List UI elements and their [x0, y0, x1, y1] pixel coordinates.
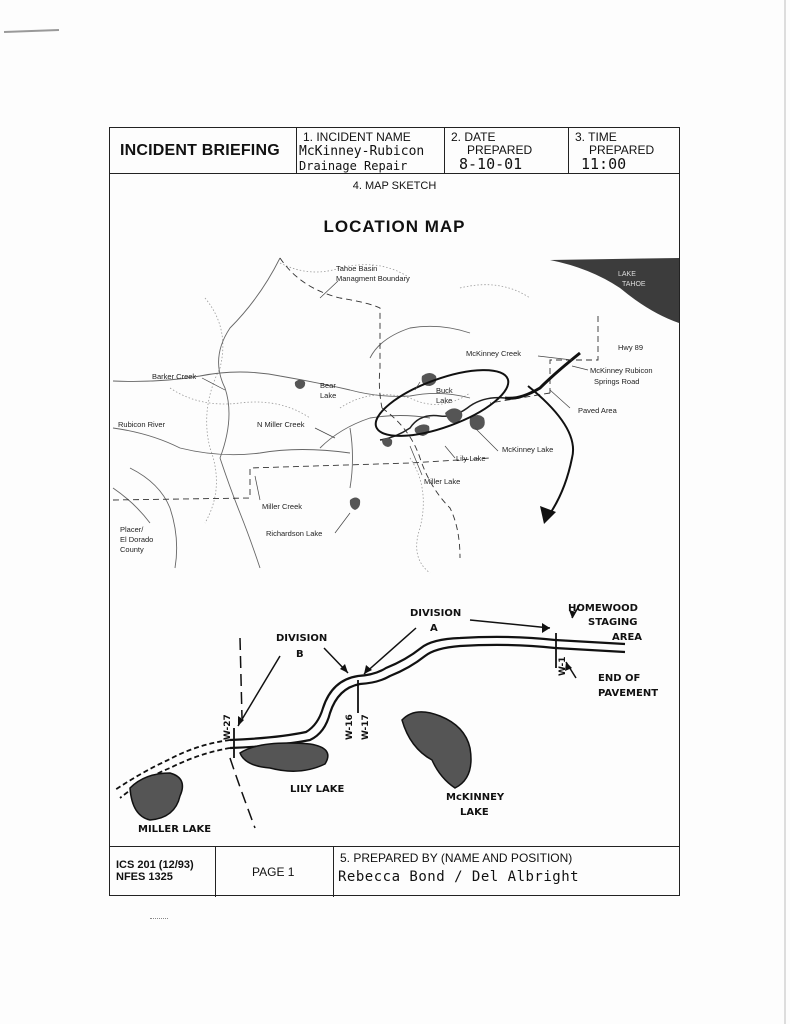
- sketch-homewood-1: HOMEWOOD: [568, 603, 638, 614]
- form-title: INCIDENT BRIEFING: [120, 142, 280, 159]
- form-header: INCIDENT BRIEFING 1. INCIDENT NAME McKin…: [110, 128, 679, 174]
- prepared-by-value: Rebecca Bond / Del Albright: [338, 869, 580, 885]
- map-sketch-label: 4. MAP SKETCH: [352, 180, 437, 192]
- sketch-boundary: [229, 637, 256, 829]
- sketch-w16: W-16: [345, 714, 355, 740]
- label-bear-lake-2: Lake: [320, 391, 336, 400]
- creeks: [112, 257, 471, 569]
- sketch-division-b-1: DIVISION: [276, 633, 327, 644]
- page-number: PAGE 1: [252, 865, 295, 879]
- form-id-line1: ICS 201 (12/93): [116, 859, 194, 871]
- sketch-miller-lake: [129, 772, 184, 821]
- time-value: 11:00: [581, 155, 627, 173]
- watershed-lines: [169, 262, 531, 574]
- label-mr-road-1: McKinney Rubicon: [590, 366, 653, 375]
- scan-mark: [3, 29, 60, 33]
- label-bear-lake-1: Bear: [320, 381, 336, 390]
- date-label: 2. DATE: [451, 130, 496, 144]
- label-miller-creek: Miller Creek: [262, 502, 302, 511]
- time-label: 3. TIME: [575, 130, 617, 144]
- label-placer-3: County: [120, 545, 144, 554]
- label-n-miller-creek: N Miller Creek: [257, 420, 305, 429]
- scan-edge: [784, 0, 786, 1024]
- label-placer-1: Placer/: [120, 525, 144, 534]
- leader-lines: [201, 280, 589, 534]
- incident-briefing-form: INCIDENT BRIEFING 1. INCIDENT NAME McKin…: [109, 127, 680, 897]
- sketch-lily-lake-label: LILY LAKE: [290, 784, 344, 795]
- label-buck-lake-1: Buck: [436, 386, 453, 395]
- form-footer: ICS 201 (12/93) NFES 1325 PAGE 1 5. PREP…: [110, 846, 679, 897]
- sketch-mckinney-lake: [401, 711, 472, 789]
- location-map: Tahoe Basin Managment Boundary LAKE TAHO…: [112, 257, 679, 835]
- label-lake-tahoe-1: LAKE: [618, 271, 636, 278]
- label-tahoe-boundary-2: Managment Boundary: [336, 274, 410, 283]
- sketch-end-pavement-1: END OF: [598, 673, 640, 684]
- sketch-division-a-1: DIVISION: [410, 608, 461, 619]
- label-buck-lake-2: Lake: [436, 396, 452, 405]
- label-richardson-lake: Richardson Lake: [266, 529, 322, 538]
- zoom-arrow-head: [540, 506, 556, 524]
- form-id-line2: NFES 1325: [116, 871, 173, 883]
- boundaries: [112, 257, 599, 559]
- small-lakes: [294, 373, 485, 510]
- sketch-lily-lake: [239, 742, 329, 772]
- sketch-markers: [233, 633, 557, 758]
- sketch-arrowheads: [238, 610, 576, 726]
- label-paved-area: Paved Area: [578, 406, 618, 415]
- prepared-by-label: 5. PREPARED BY (NAME AND POSITION): [340, 851, 573, 865]
- date-value: 8-10-01: [459, 155, 523, 173]
- label-tahoe-boundary-1: Tahoe Basin: [336, 264, 377, 273]
- sketch-w17: W-17: [361, 714, 371, 740]
- sketch-miller-lake-label: MILLER LAKE: [138, 824, 211, 835]
- label-barker-creek: Barker Creek: [152, 372, 196, 381]
- label-placer-2: El Dorado: [120, 535, 153, 544]
- sketch-homewood-3: AREA: [612, 632, 642, 643]
- label-lily-lake: Lily Lake: [456, 454, 486, 463]
- sketch-division-b-2: B: [296, 649, 304, 660]
- date-prepared-cell: 2. DATE PREPARED 8-10-01: [444, 128, 568, 173]
- prepared-by-cell: 5. PREPARED BY (NAME AND POSITION) Rebec…: [334, 847, 679, 897]
- sketch-w27: W-27: [223, 714, 233, 740]
- road-outline: [379, 396, 506, 441]
- incident-name-label: 1. INCIDENT NAME: [303, 130, 411, 144]
- scan-speck: [150, 918, 168, 922]
- incident-name-line2: Drainage Repair: [299, 159, 408, 173]
- sketch-trail: [114, 739, 231, 799]
- incident-name-cell: 1. INCIDENT NAME McKinney-Rubicon Draina…: [296, 128, 444, 173]
- time-prepared-cell: 3. TIME PREPARED 11:00: [568, 128, 681, 173]
- sketch-w1: W-1: [558, 656, 568, 676]
- lake-tahoe: [550, 258, 679, 323]
- mckinney-rubicon-road: [504, 351, 581, 400]
- label-mckinney-lake: McKinney Lake: [502, 445, 553, 454]
- time-label-prepared: PREPARED: [589, 143, 655, 157]
- work-area-ellipse: [374, 369, 510, 437]
- sketch-road: [229, 635, 626, 750]
- page-cell: PAGE 1: [216, 847, 334, 897]
- form-id-cell: ICS 201 (12/93) NFES 1325: [110, 847, 216, 897]
- label-mr-road-2: Springs Road: [594, 377, 639, 386]
- sketch-end-pavement-2: PAVEMENT: [598, 688, 658, 699]
- location-map-title: LOCATION MAP: [323, 217, 466, 236]
- date-label-prepared: PREPARED: [467, 143, 533, 157]
- sketch-homewood-2: STAGING: [588, 617, 638, 628]
- zoom-arrow: [527, 385, 574, 519]
- sketch-mckinney-lake-label-2: LAKE: [460, 807, 489, 818]
- incident-name-line1: McKinney-Rubicon: [299, 144, 425, 159]
- sketch-arrows: [237, 603, 581, 727]
- label-mckinney-creek: McKinney Creek: [466, 349, 521, 358]
- sketch-mckinney-lake-label-1: McKINNEY: [446, 792, 505, 803]
- label-rubicon-river: Rubicon River: [118, 420, 166, 429]
- label-miller-lake: Miller Lake: [424, 477, 460, 486]
- label-lake-tahoe-2: TAHOE: [622, 281, 646, 288]
- sketch-division-a-2: A: [430, 623, 438, 634]
- label-hwy89: Hwy 89: [618, 343, 643, 352]
